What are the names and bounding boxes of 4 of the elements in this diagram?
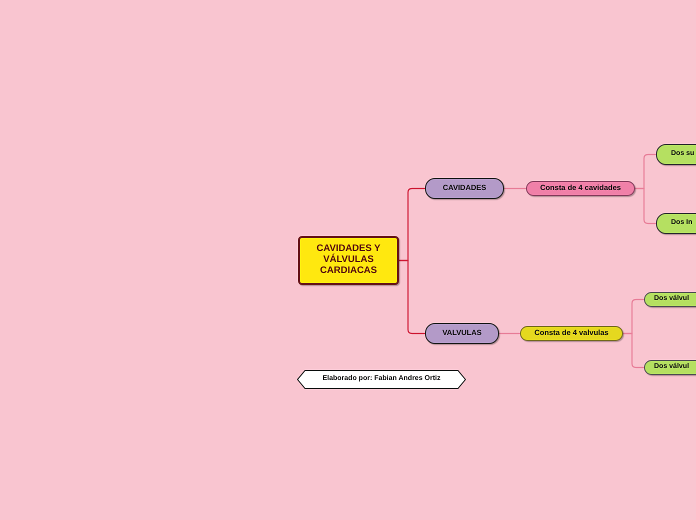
connector-line: [504, 188, 526, 190]
connector-line: [399, 260, 425, 334]
topic-box: CAVIDADES Y VÁLVULAS CARDIACAS: [298, 236, 399, 285]
connector-line: [499, 332, 520, 334]
